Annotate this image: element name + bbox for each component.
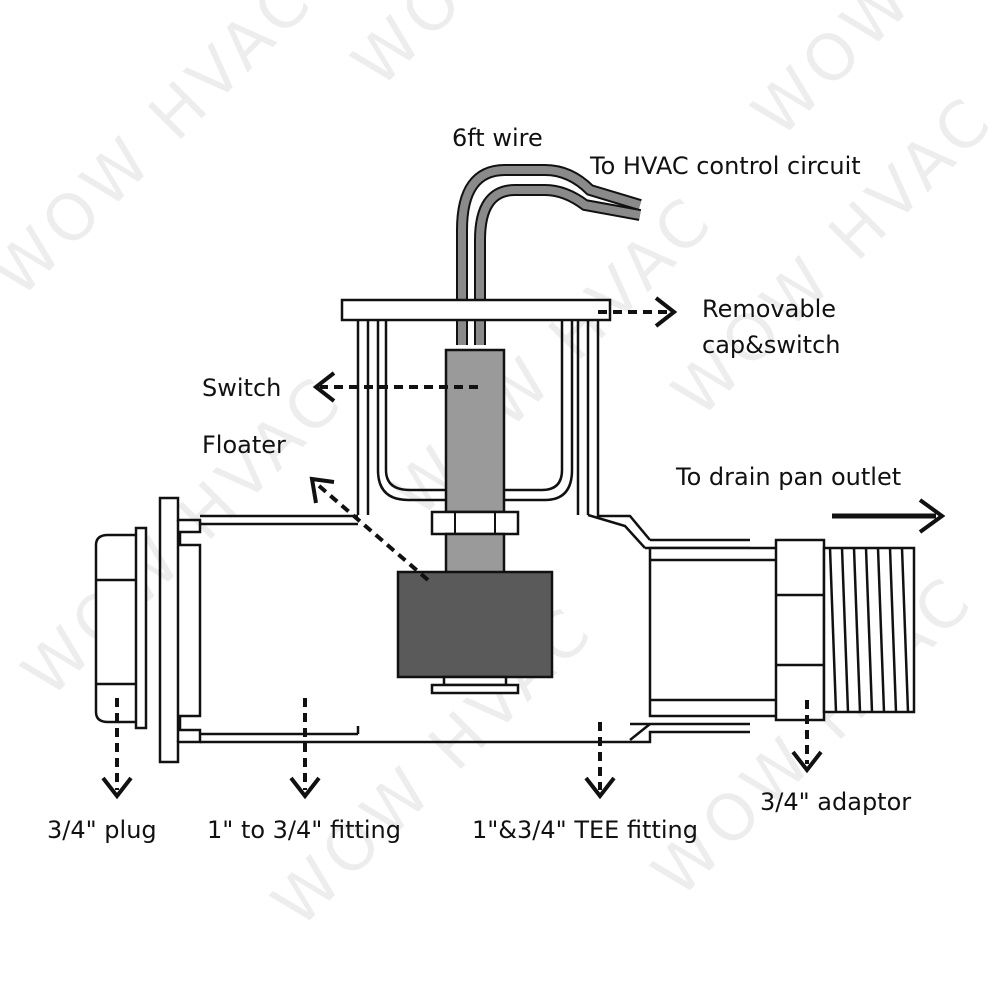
- watermark: WOW HVAC: [9, 362, 359, 712]
- floater-stop-ring: [430, 683, 520, 695]
- switch-label: Switch: [202, 374, 281, 402]
- adaptor: [648, 538, 916, 722]
- watermark: WOW HVAC: [0, 0, 329, 311]
- switch-nut: [430, 510, 520, 536]
- drain-arrow: [832, 498, 946, 534]
- drain-label: To drain pan outlet: [675, 463, 901, 491]
- cap-label-line1: Removable: [702, 295, 836, 323]
- removable-cap: [340, 298, 612, 322]
- plug: [94, 526, 148, 730]
- watermark: WOW HVAC: [659, 82, 1000, 432]
- adaptor-hex-nut: [774, 538, 826, 722]
- cap-label-line2: cap&switch: [702, 331, 840, 359]
- adaptor-label: 3/4" adaptor: [760, 788, 911, 816]
- fitting-label: 1" to 3/4" fitting: [207, 816, 401, 844]
- tee-label: 1"&3/4" TEE fitting: [472, 816, 698, 844]
- plug-label: 3/4" plug: [47, 816, 157, 844]
- wire-label: 6ft wire: [452, 124, 543, 152]
- wire: [456, 164, 642, 345]
- floater: [396, 570, 554, 679]
- reducer-fitting: [158, 496, 202, 764]
- hvac-label: To HVAC control circuit: [589, 152, 861, 180]
- callout-arrows: [101, 296, 823, 800]
- watermark: WOW HVAC: [339, 0, 689, 101]
- floater-label: Floater: [202, 431, 286, 459]
- switch-stem: [444, 348, 506, 514]
- switch-shaft: [444, 532, 506, 576]
- tee-fitting: [200, 320, 750, 744]
